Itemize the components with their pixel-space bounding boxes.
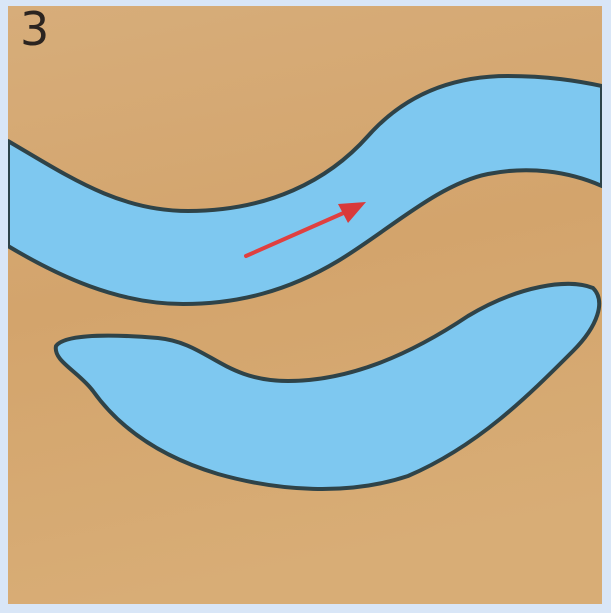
meander-diagram [8,6,602,604]
step-number-label: 3 [20,6,49,52]
diagram-panel: 3 [8,6,602,604]
